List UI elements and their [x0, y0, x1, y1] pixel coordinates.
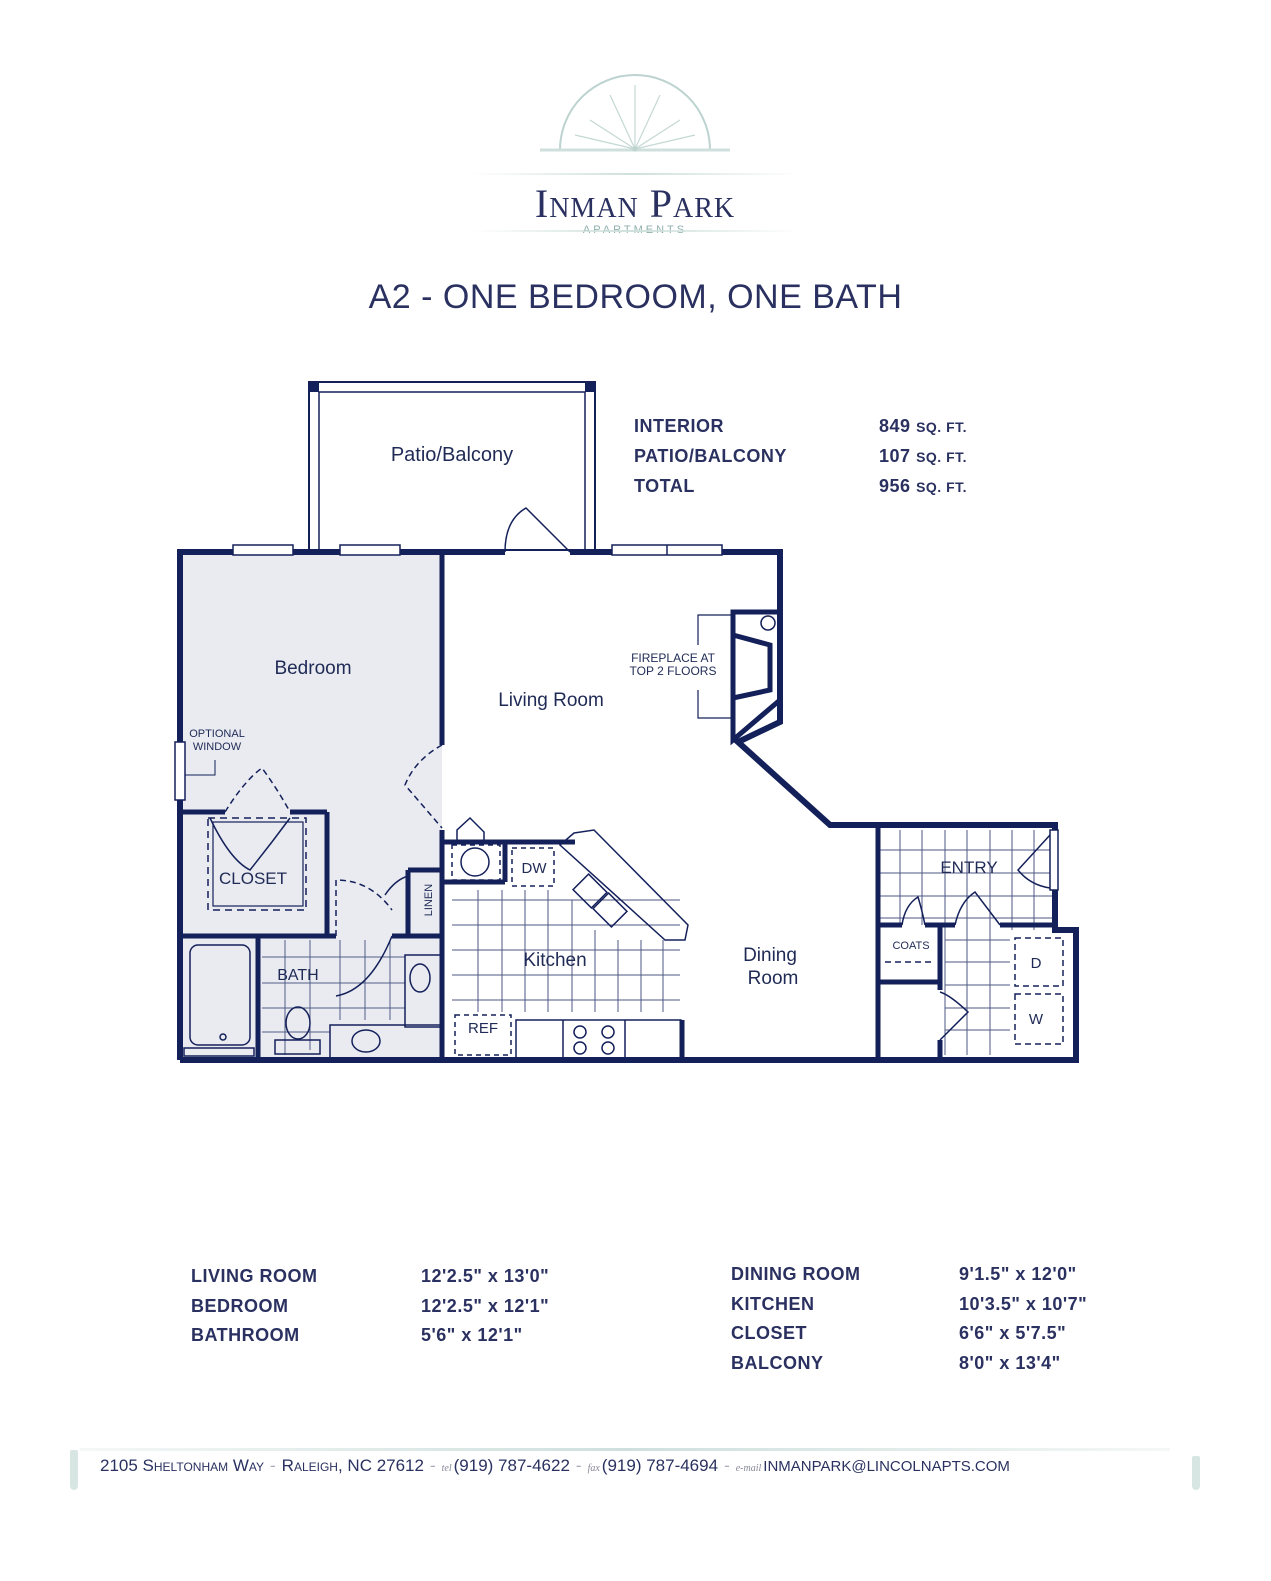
room-label-living: Living Room: [498, 690, 604, 711]
doors: [209, 507, 1051, 1041]
room-label-closet: CLOSET: [219, 869, 287, 888]
city: Raleigh, NC 27612: [281, 1456, 424, 1475]
area-row-interior: INTERIOR 849 SQ. FT.: [634, 416, 1014, 446]
room-label-entry: ENTRY: [940, 858, 997, 877]
dim-row: DINING ROOM 9'1.5" x 12'0": [731, 1264, 1151, 1294]
note-optional-window-1: OPTIONAL: [189, 728, 245, 740]
room-label-dining-2: Room: [748, 968, 799, 989]
area-value: 956 SQ. FT.: [879, 476, 968, 496]
note-fireplace-1: FIREPLACE AT: [631, 651, 715, 665]
dim-size: 8'0" x 13'4": [959, 1352, 1061, 1373]
fax: (919) 787-4694: [601, 1456, 719, 1475]
brand-logo: Inman Park APARTMENTS: [460, 70, 810, 250]
address: 2105 Sheltonham Way: [100, 1456, 264, 1475]
dim-row: CLOSET 6'6" x 5'7.5": [731, 1323, 1151, 1353]
dim-room: BEDROOM: [191, 1295, 289, 1316]
logo-rule-top: [470, 173, 800, 175]
dimensions-right: DINING ROOM 9'1.5" x 12'0" KITCHEN 10'3.…: [731, 1264, 1151, 1382]
closet-shelves: [207, 817, 307, 911]
dim-size: 5'6" x 12'1": [421, 1325, 523, 1345]
dim-row: LIVING ROOM 12'2.5" x 13'0": [191, 1266, 611, 1296]
patio-balcony: [308, 381, 596, 551]
tel-label: tel: [441, 1463, 452, 1474]
laundry: [885, 937, 1064, 1045]
note-fireplace-2: TOP 2 FLOORS: [630, 664, 717, 678]
dim-size: 6'6" x 5'7.5": [959, 1323, 1067, 1343]
area-label: PATIO/BALCONY: [634, 446, 787, 466]
area-summary: INTERIOR 849 SQ. FT. PATIO/BALCONY 107 S…: [634, 416, 1014, 506]
bath-tile: [262, 940, 405, 1055]
area-row-patio: PATIO/BALCONY 107 SQ. FT.: [634, 446, 1014, 476]
kitchen-fixtures: [451, 816, 689, 1059]
room-label-bedroom: Bedroom: [274, 658, 351, 679]
dim-room: LIVING ROOM: [191, 1266, 318, 1286]
dim-row: BATHROOM 5'6" x 12'1": [191, 1325, 611, 1355]
dim-room: BATHROOM: [191, 1325, 300, 1345]
plan-title: A2 - ONE BEDROOM, ONE BATH: [368, 278, 903, 316]
brand-name: Inman Park: [534, 181, 736, 226]
interior-walls: [180, 552, 1055, 1060]
footer-text: 2105 Sheltonham Way-Raleigh, NC 27612-te…: [100, 1456, 1010, 1475]
appliance-refrigerator: REF: [468, 1020, 498, 1037]
drop-ornament-icon: [70, 1450, 78, 1490]
area-value: 849 SQ. FT.: [879, 416, 968, 436]
logo-rule-bottom: [470, 230, 800, 232]
dimensions-left: LIVING ROOM 12'2.5" x 13'0" BEDROOM 12'2…: [191, 1266, 611, 1355]
area-value: 107 SQ. FT.: [879, 446, 968, 466]
bath-fixtures: [183, 944, 443, 1061]
dim-room: CLOSET: [731, 1323, 808, 1343]
note-leader: [185, 760, 216, 776]
area-label: TOTAL: [634, 476, 695, 496]
email-label: e-mail: [735, 1463, 762, 1474]
note-optional-window-2: WINDOW: [193, 741, 242, 753]
room-label-patio: Patio/Balcony: [391, 444, 513, 466]
dim-room: DINING ROOM: [731, 1264, 861, 1284]
footer-contact: 2105 Sheltonham Way-Raleigh, NC 27612-te…: [70, 1448, 1200, 1498]
drop-ornament-icon: [1192, 1456, 1200, 1490]
room-label-dining-1: Dining: [743, 945, 797, 966]
footer-rule: [80, 1448, 1170, 1451]
dim-size: 12'2.5" x 12'1": [421, 1295, 550, 1316]
dim-row: KITCHEN 10'3.5" x 10'7": [731, 1294, 1151, 1324]
dim-size: 12'2.5" x 13'0": [421, 1266, 550, 1286]
room-label-bath: BATH: [277, 967, 318, 984]
dim-row: BALCONY 8'0" x 13'4": [731, 1353, 1151, 1383]
phone[interactable]: (919) 787-4622: [453, 1456, 570, 1475]
bedroom-fill: [180, 552, 442, 1060]
area-label: INTERIOR: [634, 416, 725, 436]
fan-emblem-icon: [540, 74, 730, 152]
dim-size: 10'3.5" x 10'7": [959, 1293, 1088, 1314]
fireplace: [730, 609, 782, 746]
fireplace-note-bracket: [697, 614, 732, 719]
room-label-linen: LINEN: [423, 884, 435, 916]
dim-room: BALCONY: [731, 1352, 824, 1373]
appliance-dishwasher: DW: [522, 860, 548, 877]
dim-row: BEDROOM 12'2.5" x 12'1": [191, 1296, 611, 1326]
room-label-coats: COATS: [892, 940, 929, 952]
kitchen-tile: [452, 890, 680, 1012]
appliance-washer: W: [1029, 1011, 1044, 1028]
email-link[interactable]: INMANPARK@LINCOLNAPTS.COM: [763, 1458, 1010, 1475]
area-row-total: TOTAL 956 SQ. FT.: [634, 476, 1014, 506]
room-label-kitchen: Kitchen: [523, 950, 586, 971]
dim-size: 9'1.5" x 12'0": [959, 1264, 1077, 1284]
fax-label: fax: [587, 1463, 600, 1474]
dim-room: KITCHEN: [731, 1293, 815, 1314]
appliance-dryer: D: [1031, 955, 1042, 972]
closet-rod: [212, 821, 304, 907]
windows: [174, 544, 1059, 891]
